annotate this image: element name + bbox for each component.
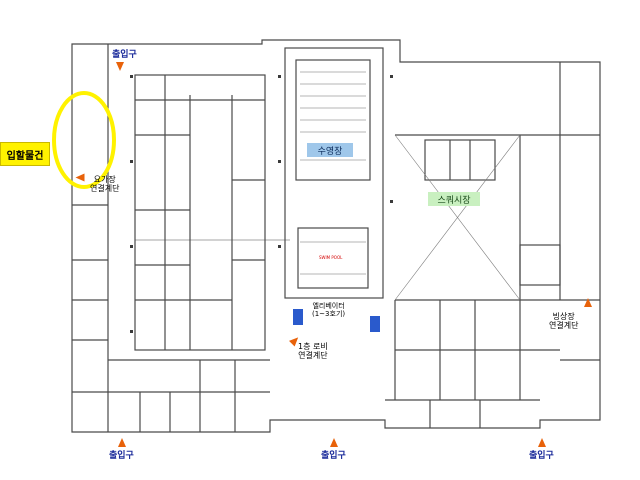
ice-rink-stair-label-line2: 연결계단 <box>549 321 579 331</box>
elevator-label: 엘리베이터 (1~3호기) <box>312 302 345 318</box>
elevator-label-line2: (1~3호기) <box>312 310 346 319</box>
ice-rink-stair-label-line1: 빙상장 <box>552 312 575 321</box>
elevator-label-line1: 엘리베이터 <box>312 302 345 310</box>
pool-small-label: SWIM POOL <box>319 255 343 260</box>
squash-court-lines <box>394 134 521 301</box>
yoga-stair-arrow-icon <box>75 173 85 182</box>
squash-label: 스쿼시장 <box>428 192 480 206</box>
entrance-bottom-center-arrow-icon <box>330 438 338 447</box>
yoga-stair-label: 요가장 연결계단 <box>90 175 119 193</box>
entrance-bottom-right-arrow-icon <box>538 438 546 447</box>
wall-outlines <box>71 39 601 433</box>
entrance-bottom-left-label: 출입구 <box>109 451 134 461</box>
ice-rink-stair-arrow-icon <box>584 298 592 307</box>
lobby-stair-label-line2: 연결계단 <box>298 351 328 361</box>
ice-rink-stair-label: 빙상장 연결계단 <box>549 312 578 330</box>
pillars <box>130 75 393 333</box>
yoga-stair-label-line2: 연결계단 <box>90 184 120 194</box>
elevators <box>293 309 380 332</box>
entrance-bottom-center-label: 출입구 <box>321 451 346 461</box>
yoga-stair-label-line1: 요가장 <box>93 175 116 184</box>
lobby-stair-label: 1층 로비 연결계단 <box>298 342 328 360</box>
pool-label: 수영장 <box>307 143 353 157</box>
pool-lanes <box>300 71 366 275</box>
entrance-top-label: 출입구 <box>112 50 137 60</box>
lobby-stair-label-line1: 1층 로비 <box>298 342 328 351</box>
entrance-bottom-right-label: 출입구 <box>529 451 554 461</box>
lost-found-highlight-circle <box>52 91 116 189</box>
lost-found-legend: 입할물건 <box>0 142 50 166</box>
entrance-bottom-left-arrow-icon <box>118 438 126 447</box>
entrance-top-arrow-icon <box>116 62 124 71</box>
